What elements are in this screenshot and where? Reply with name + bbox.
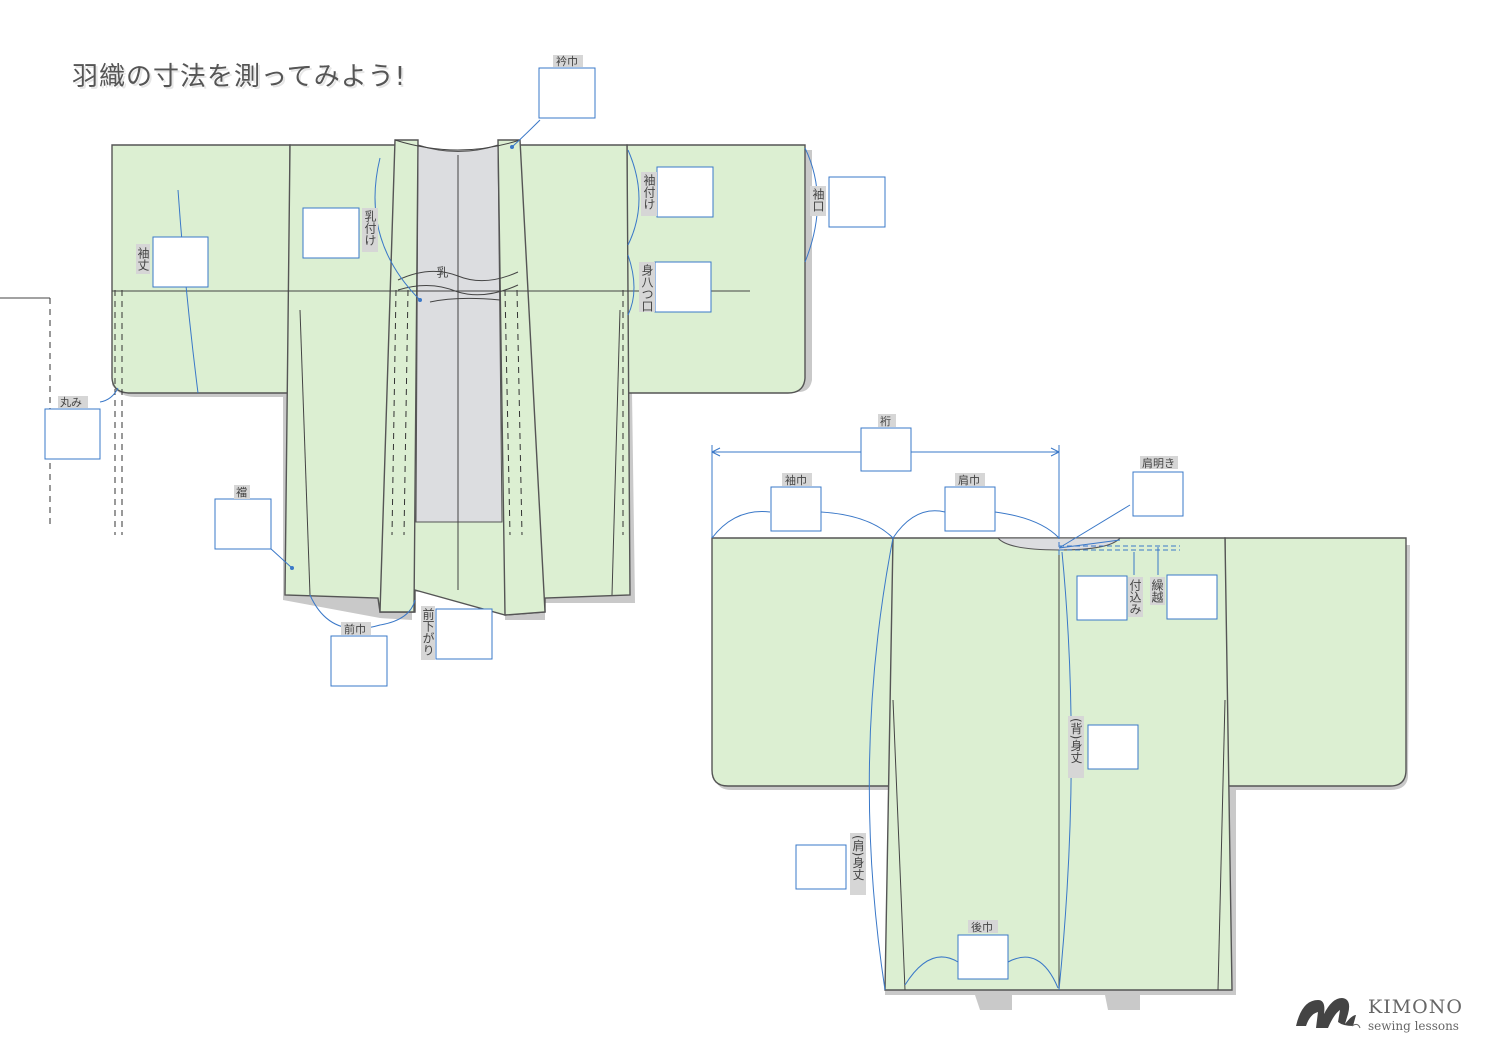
label-machi: 襠 xyxy=(236,485,247,499)
label-kata-mitake: (肩)身丈 xyxy=(851,835,865,881)
box-tsuke-komi xyxy=(1076,575,1128,621)
label-mae-haba: 前巾 xyxy=(344,622,366,636)
box-mae-sagari xyxy=(435,608,493,660)
back-left-sleeve xyxy=(711,537,894,787)
back-view: 裄 袖巾 肩巾 肩明き 付込み 繰越 (背)身丈 (肩)身丈 後巾 xyxy=(711,414,1410,1010)
label-yuki: 裄 xyxy=(880,415,891,428)
box-mae-haba xyxy=(330,635,388,687)
box-machi xyxy=(214,498,272,550)
box-kata-haba xyxy=(944,486,996,532)
box-se-mitake xyxy=(1087,724,1139,770)
label-mae-sagari: 前下がり xyxy=(421,607,435,656)
box-yuki xyxy=(860,427,912,472)
box-kurikoshi xyxy=(1166,574,1218,620)
label-mi-yatsuguchi: 身八つ口 xyxy=(640,263,654,312)
box-chi-tsuke xyxy=(302,207,360,259)
box-sode-tsuke xyxy=(656,166,714,218)
front-lining xyxy=(415,144,503,523)
box-maru-mi xyxy=(44,408,101,460)
label-maru-mi: 丸み xyxy=(60,396,82,409)
label-chi-tsuke: 乳付け xyxy=(363,210,377,246)
label-eri-haba: 衿巾 xyxy=(556,54,578,68)
box-kata-mitake xyxy=(795,844,847,890)
label-chi: 乳 xyxy=(435,266,449,278)
label-se-mitake: (背)身丈 xyxy=(1069,718,1083,764)
label-kurikoshi: 繰越 xyxy=(1150,579,1164,604)
front-right-collar xyxy=(497,139,546,616)
box-sode-take xyxy=(152,236,209,288)
front-view: 衿巾 袖丈 乳付け 乳 袖付け 袖口 身八つ口 丸み 襠 前巾 前下がり xyxy=(0,54,886,687)
box-eri-haba xyxy=(538,67,596,119)
label-kata-aki: 肩明き xyxy=(1142,456,1175,470)
box-sode-haba xyxy=(770,486,822,532)
label-sode-guchi: 袖口 xyxy=(811,187,825,212)
kimono-logo: KIMONO sewing lessons xyxy=(1368,996,1463,1033)
box-mi-yatsuguchi xyxy=(654,261,712,313)
kimono-logo-mark xyxy=(1296,998,1361,1029)
box-sode-guchi xyxy=(828,176,886,228)
back-right-sleeve xyxy=(1224,537,1407,787)
label-ushiro-haba: 後巾 xyxy=(971,920,993,934)
label-sode-take: 袖丈 xyxy=(136,246,150,272)
front-left-collar xyxy=(379,139,419,613)
box-kata-aki xyxy=(1132,471,1184,517)
box-ushiro-haba xyxy=(957,934,1009,980)
label-sode-tsuke: 袖付け xyxy=(642,173,656,210)
label-tsuke-komi: 付込み xyxy=(1128,579,1142,615)
label-sode-haba: 袖巾 xyxy=(785,473,807,487)
logo-brand: KIMONO xyxy=(1368,996,1463,1018)
logo-subtitle: sewing lessons xyxy=(1368,1019,1459,1033)
label-kata-haba: 肩巾 xyxy=(958,473,980,487)
page-title: 羽織の寸法を測ってみよう! xyxy=(72,62,407,92)
